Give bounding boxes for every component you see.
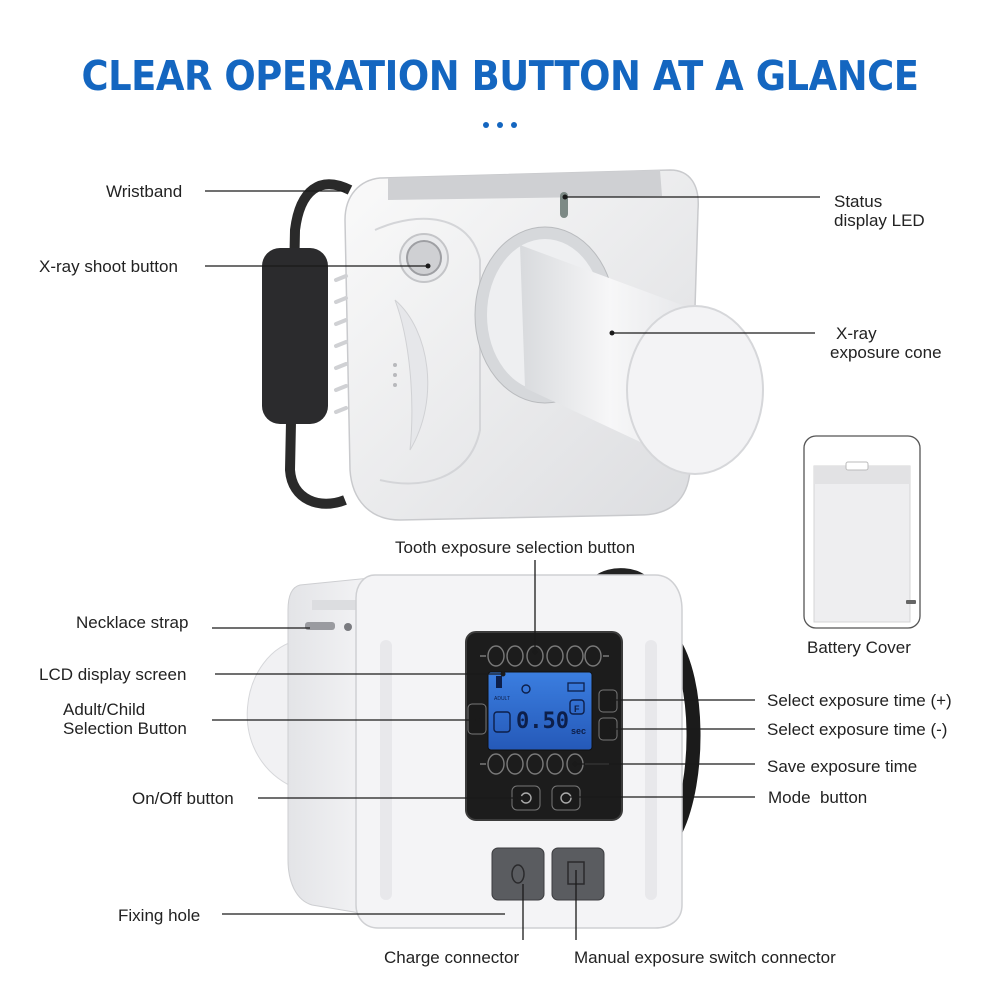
lcd-glyphs bbox=[493, 676, 585, 733]
label-exposure-cone-1: X-ray bbox=[836, 324, 877, 343]
exposure-cone-end bbox=[626, 305, 764, 475]
label-lcd-screen: LCD display screen bbox=[39, 665, 187, 684]
label-manual-switch: Manual exposure switch connector bbox=[574, 948, 836, 967]
xray-shoot-button-cap[interactable] bbox=[406, 240, 442, 276]
lcd-unit: sec bbox=[571, 726, 586, 736]
label-save-time: Save exposure time bbox=[767, 757, 918, 776]
label-time-plus: Select exposure time (+) bbox=[767, 691, 952, 710]
label-charge-connector: Charge connector bbox=[384, 948, 520, 967]
label-onoff: On/Off button bbox=[132, 789, 234, 808]
grip-ribs bbox=[334, 274, 348, 414]
lcd-f-tag: F bbox=[574, 704, 580, 714]
charge-connector bbox=[491, 847, 545, 901]
label-exposure-cone-2: exposure cone bbox=[830, 343, 942, 362]
label-adult-child-2: Selection Button bbox=[63, 719, 187, 738]
top-device-slab bbox=[388, 170, 662, 200]
battery-cover-inset bbox=[803, 435, 921, 629]
lcd-mode-tag: ADULT bbox=[494, 696, 510, 702]
label-wristband: Wristband bbox=[106, 182, 183, 201]
leader-lines bbox=[205, 190, 820, 940]
page-title: CLEAR OPERATION BUTTON AT A GLANCE bbox=[81, 52, 919, 100]
leader-dots bbox=[425, 194, 615, 801]
manual-switch-connector bbox=[551, 847, 605, 901]
label-time-minus: Select exposure time (-) bbox=[767, 720, 948, 739]
label-xray-shoot-button: X-ray shoot button bbox=[39, 257, 178, 276]
top-device bbox=[262, 169, 764, 521]
label-adult-child-1: Adult/Child bbox=[63, 700, 146, 719]
bottom-device bbox=[246, 568, 701, 929]
lcd-value: 0.50 bbox=[516, 709, 569, 734]
label-status-led-2: display LED bbox=[834, 211, 925, 230]
label-mode-button: Mode button bbox=[768, 788, 868, 807]
label-status-led-1: Status bbox=[834, 192, 883, 211]
label-fixing-hole: Fixing hole bbox=[118, 906, 201, 925]
title-dots bbox=[483, 122, 517, 128]
label-tooth-selection: Tooth exposure selection button bbox=[395, 538, 636, 557]
label-battery-cover: Battery Cover bbox=[807, 638, 911, 657]
wristband-pad bbox=[262, 248, 328, 424]
tooth-buttons-top bbox=[480, 645, 609, 667]
lcd-screen bbox=[487, 671, 593, 751]
label-necklace-strap: Necklace strap bbox=[76, 613, 189, 632]
